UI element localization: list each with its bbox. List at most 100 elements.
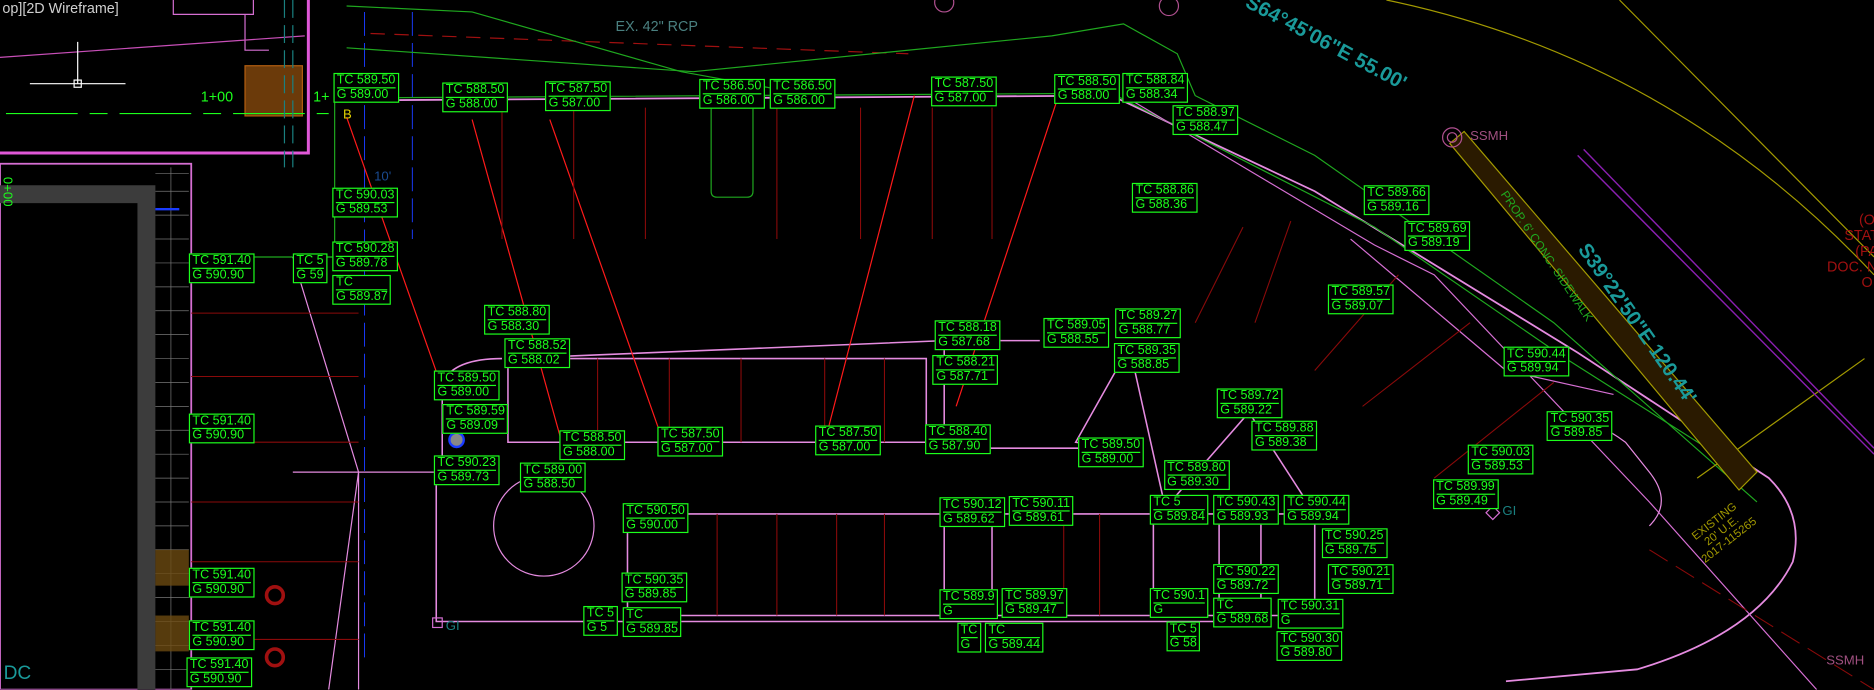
grade-value: G 588.00 (1057, 88, 1110, 103)
viewport-label[interactable]: op][2D Wireframe] (2, 0, 119, 17)
grade-value: G 589.87 (336, 289, 388, 304)
gi-label-2: GI (1502, 504, 1517, 519)
top-of-curb-value: TC 588.97 (1176, 105, 1235, 121)
station-label-2: 1+ (313, 88, 330, 106)
grade-value: G 590.00 (626, 517, 678, 532)
top-of-curb-value: TC 589.57 (1331, 284, 1391, 300)
top-of-curb-value: TC 590.30 (1280, 631, 1340, 647)
grade-value: G 589.00 (336, 87, 389, 102)
grade-value: G 587.00 (660, 441, 713, 456)
grade-value: G 589.94 (1506, 361, 1559, 376)
top-of-curb-value: TC 590.35 (624, 572, 684, 589)
dc-label: DC (3, 663, 32, 684)
top-of-curb-value: TC 588.84 (1125, 72, 1185, 89)
top-of-curb-value: TC 588.40 (928, 424, 988, 440)
top-of-curb-value: TC 590.44 (1287, 494, 1346, 511)
top-of-curb-value: TC 589.72 (1220, 388, 1279, 404)
grade-value: G 588.85 (1117, 357, 1170, 372)
grade-value: G 587.00 (818, 439, 871, 455)
station-vertical-label: 0+00 (0, 176, 15, 207)
grade-value: G 589.19 (1407, 235, 1460, 250)
grade-value: G 589.93 (1216, 509, 1269, 524)
top-of-curb-value: TC 589.66 (1367, 185, 1426, 201)
top-of-curb-value: TC 590.44 (1506, 346, 1566, 363)
top-of-curb-value: TC 589.9 (943, 589, 995, 605)
grade-value: G 587.68 (938, 334, 990, 349)
grade-value: G 589.85 (626, 621, 678, 636)
top-of-curb-value: TC 588.86 (1135, 182, 1195, 199)
grade-value: G 590.90 (192, 634, 245, 649)
top-of-curb-value: TC 589.97 (1005, 588, 1064, 604)
top-of-curb-value: TC 590.28 (335, 241, 395, 257)
